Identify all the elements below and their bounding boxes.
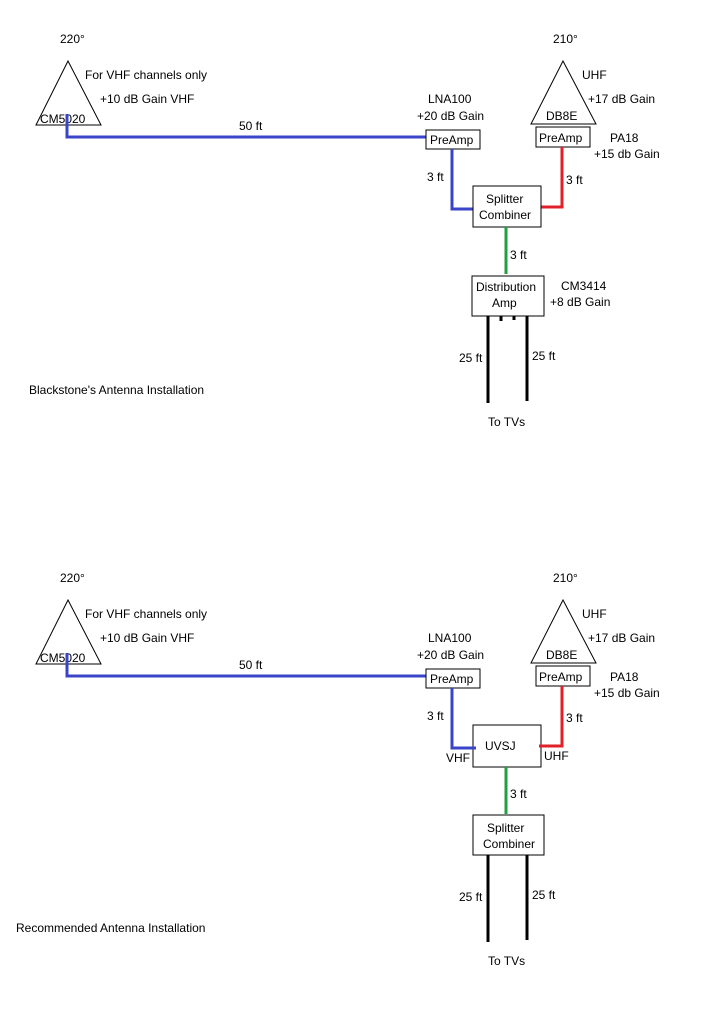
vhf-preamp-model: LNA100 bbox=[428, 631, 472, 645]
vhf-antenna-note: For VHF channels only bbox=[85, 68, 207, 82]
vhf-antenna-model: CM5020 bbox=[40, 112, 86, 126]
vhf-antenna-bearing: 220° bbox=[60, 571, 85, 585]
vhf-antenna-model: CM5020 bbox=[40, 651, 86, 665]
vhf-preamp-label: PreAmp bbox=[430, 672, 474, 686]
uhf-drop-cable-length: 3 ft bbox=[566, 711, 583, 725]
splitter-box bbox=[472, 814, 545, 856]
uhf-antenna-note: UHF bbox=[582, 68, 607, 82]
combined-cable-length: 3 ft bbox=[510, 787, 527, 801]
uhf-antenna-bearing: 210° bbox=[553, 571, 578, 585]
vhf-antenna-gain: +10 dB Gain VHF bbox=[100, 92, 194, 106]
to-tvs-label: To TVs bbox=[488, 415, 525, 429]
vhf-main-cable-length: 50 ft bbox=[239, 658, 263, 672]
uhf-drop-cable-length: 3 ft bbox=[566, 173, 583, 187]
uhf-preamp-gain: +15 db Gain bbox=[594, 686, 660, 700]
vhf-drop-cable-length: 3 ft bbox=[427, 709, 444, 723]
uvsj-vhf-port-label: VHF bbox=[446, 751, 470, 765]
diagram-recommended: 220° CM5020 For VHF channels only +10 dB… bbox=[16, 571, 660, 968]
vhf-preamp-label: PreAmp bbox=[430, 133, 474, 147]
uhf-antenna-model: DB8E bbox=[546, 648, 577, 662]
vhf-preamp-gain: +20 dB Gain bbox=[417, 648, 484, 662]
distribution-amp-line2: Amp bbox=[492, 296, 517, 310]
uhf-preamp-gain: +15 db Gain bbox=[594, 147, 660, 161]
vhf-antenna-note: For VHF channels only bbox=[85, 607, 207, 621]
tv-cable-left-length: 25 ft bbox=[459, 890, 483, 904]
vhf-preamp-model: LNA100 bbox=[428, 92, 472, 106]
distribution-amp-model: CM3414 bbox=[561, 279, 607, 293]
diagram-title: Blackstone's Antenna Installation bbox=[29, 383, 204, 397]
uhf-drop-cable bbox=[540, 147, 564, 209]
uhf-antenna-gain: +17 dB Gain bbox=[588, 92, 655, 106]
uhf-drop-cable bbox=[539, 686, 564, 748]
combined-cable-length: 3 ft bbox=[510, 248, 527, 262]
uhf-antenna-note: UHF bbox=[582, 607, 607, 621]
distribution-amp-line1: Distribution bbox=[476, 280, 536, 294]
combiner-label-line1: Splitter bbox=[486, 192, 523, 206]
splitter-label-line1: Splitter bbox=[487, 821, 524, 835]
splitter-label-line2: Combiner bbox=[483, 837, 535, 851]
uvsj-box bbox=[472, 724, 542, 768]
vhf-main-cable-length: 50 ft bbox=[239, 119, 263, 133]
combiner-label-line2: Combiner bbox=[479, 208, 531, 222]
uhf-preamp-label: PreAmp bbox=[539, 670, 583, 684]
diagram-title: Recommended Antenna Installation bbox=[16, 921, 205, 935]
uhf-preamp-model: PA18 bbox=[610, 670, 639, 684]
tv-cable-right-length: 25 ft bbox=[532, 888, 556, 902]
vhf-drop-cable-length: 3 ft bbox=[427, 170, 444, 184]
vhf-antenna-bearing: 220° bbox=[60, 32, 85, 46]
vhf-antenna-gain: +10 dB Gain VHF bbox=[100, 631, 194, 645]
vhf-drop-cable bbox=[450, 688, 476, 750]
uvsj-uhf-port-label: UHF bbox=[544, 749, 569, 763]
uvsj-label: UVSJ bbox=[485, 739, 516, 753]
vhf-main-cable bbox=[65, 114, 427, 139]
uhf-antenna-bearing: 210° bbox=[553, 32, 578, 46]
vhf-drop-cable bbox=[450, 149, 474, 211]
uhf-preamp-model: PA18 bbox=[610, 131, 639, 145]
diagram-blackstone: 220° CM5020 For VHF channels only +10 dB… bbox=[29, 32, 660, 429]
uhf-antenna-icon bbox=[530, 598, 597, 664]
distribution-amp-box bbox=[471, 275, 545, 317]
tv-cable-right-length: 25 ft bbox=[532, 349, 556, 363]
uhf-antenna-icon bbox=[530, 59, 597, 125]
tv-cable-left-length: 25 ft bbox=[459, 351, 483, 365]
distribution-amp-gain: +8 dB Gain bbox=[550, 295, 610, 309]
uhf-preamp-label: PreAmp bbox=[539, 131, 583, 145]
vhf-preamp-gain: +20 dB Gain bbox=[417, 109, 484, 123]
uhf-antenna-model: DB8E bbox=[546, 109, 577, 123]
to-tvs-label: To TVs bbox=[488, 954, 525, 968]
uhf-antenna-gain: +17 dB Gain bbox=[588, 631, 655, 645]
combiner-box bbox=[472, 185, 542, 228]
vhf-main-cable bbox=[65, 653, 427, 678]
